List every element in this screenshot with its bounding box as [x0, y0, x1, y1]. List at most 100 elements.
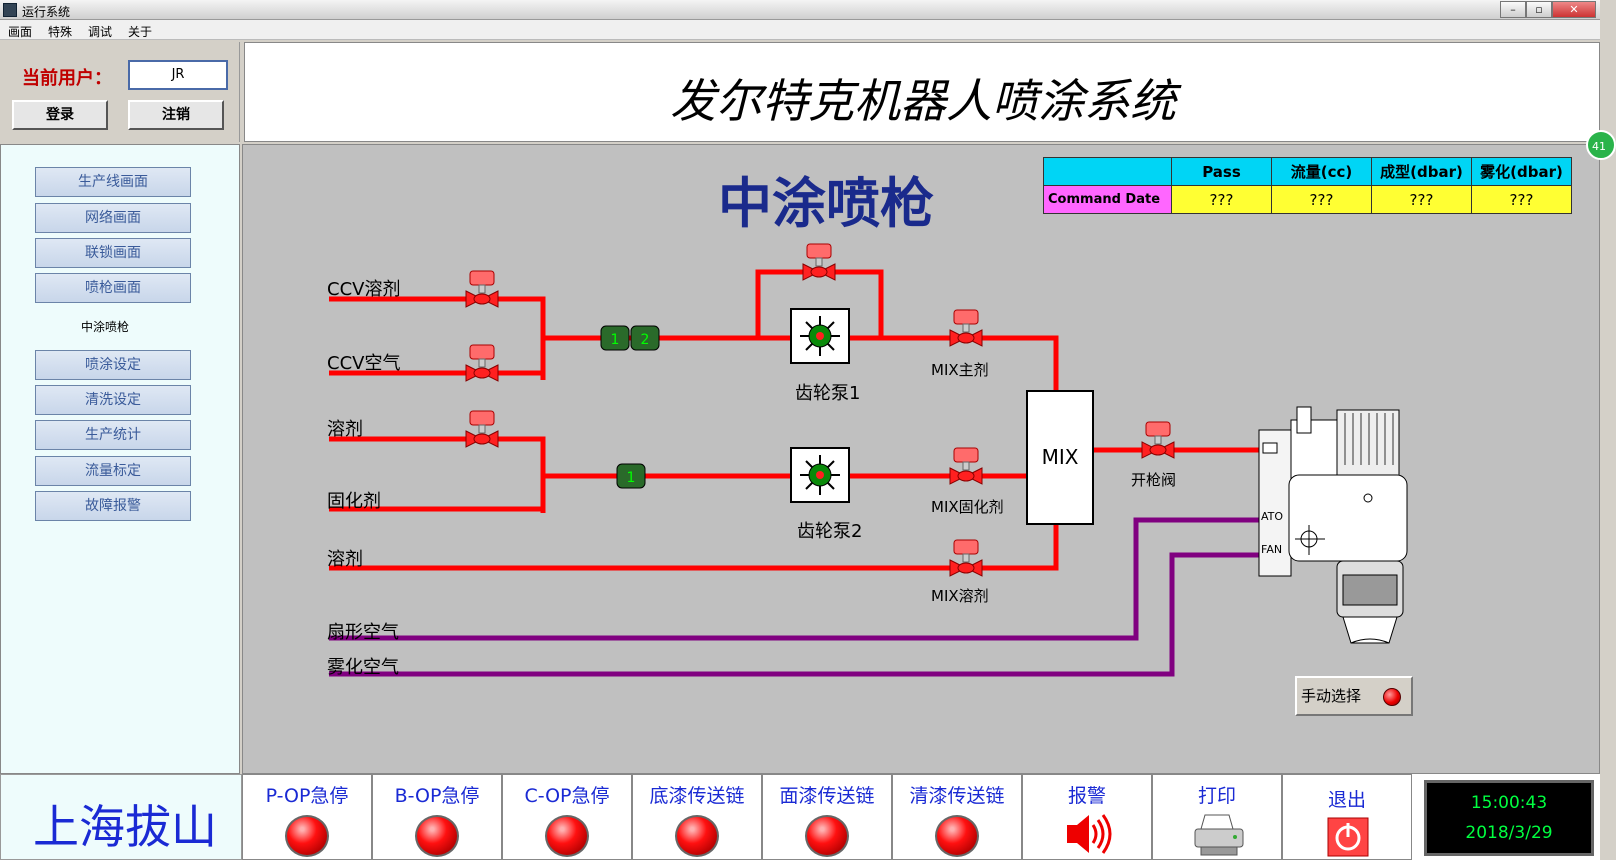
table-header-blank [1043, 157, 1172, 186]
nav-spray-gun[interactable]: 喷枪画面 [35, 273, 191, 303]
nav-current-page: 中涂喷枪 [81, 320, 130, 334]
login-button[interactable]: 登录 [12, 100, 108, 130]
menu-view[interactable]: 画面 [8, 25, 33, 39]
user-panel: 当前用户： JR 登录 注销 [0, 42, 240, 142]
b-op-estop-label: B-OP急停 [394, 785, 480, 807]
table-header-flow: 流量(cc) [1271, 157, 1372, 186]
cv1-label: 1 [611, 332, 620, 348]
table-cell-atomize: ??? [1471, 185, 1572, 214]
clock-time: 15:00:43 [1470, 793, 1548, 813]
p-op-estop-label: P-OP急停 [265, 785, 349, 807]
nav-production-line[interactable]: 生产线画面 [35, 167, 191, 197]
menu-debug[interactable]: 调试 [88, 25, 113, 39]
b-op-estop-button[interactable]: B-OP急停 [372, 774, 502, 860]
clock-display: 15:00:43 2018/3/29 [1424, 780, 1594, 856]
gear-pump-2[interactable] [790, 447, 850, 503]
power-icon [1327, 817, 1369, 857]
nav-fault-alarm[interactable]: 故障报警 [35, 491, 191, 521]
nav-interlock[interactable]: 联锁画面 [35, 238, 191, 268]
hardener-label: 固化剂 [327, 491, 381, 512]
gear-pump-2-label: 齿轮泵2 [797, 521, 863, 542]
p-op-estop-led-icon [285, 815, 329, 857]
manual-select-label: 手动选择 [1301, 687, 1362, 705]
trigger-valve-label: 开枪阀 [1131, 471, 1177, 489]
topcoat-conveyor-button[interactable]: 面漆传送链 [762, 774, 892, 860]
pump1-bypass-valve[interactable] [802, 243, 836, 281]
table-header-pass: Pass [1171, 157, 1272, 186]
app-icon [3, 3, 17, 17]
close-icon[interactable]: ✕ [1552, 1, 1596, 18]
nav-flow-calibration[interactable]: 流量标定 [35, 456, 191, 486]
clearcoat-conveyor-led-icon [935, 815, 979, 857]
ccv-air-label: CCV空气 [327, 353, 401, 374]
table-cell-shaping: ??? [1371, 185, 1472, 214]
window-controls: – ▫ ✕ [1500, 1, 1596, 18]
current-user-field[interactable]: JR [128, 60, 228, 90]
fan-label: FAN [1261, 543, 1282, 556]
clearcoat-conveyor-label: 清漆传送链 [909, 785, 1005, 807]
exit-label: 退出 [1327, 789, 1366, 811]
table-cell-flow: ??? [1271, 185, 1372, 214]
print-label: 打印 [1197, 785, 1236, 807]
page-title: 中涂喷枪 [718, 171, 934, 235]
color-valve-block-2[interactable]: 1 [616, 463, 646, 489]
primer-conveyor-button[interactable]: 底漆传送链 [632, 774, 762, 860]
table-header-atomize: 雾化(dbar) [1471, 157, 1572, 186]
gear-pump-1[interactable] [790, 308, 850, 364]
p-op-estop-button[interactable]: P-OP急停 [242, 774, 372, 860]
left-navigation: 生产线画面 网络画面 联锁画面 喷枪画面 中涂喷枪 喷涂设定 清洗设定 生产统计… [0, 144, 240, 774]
spray-gun-diagram: 1 2 1 [242, 144, 1600, 774]
clock-date: 2018/3/29 [1465, 823, 1553, 843]
alarm-label: 报警 [1067, 785, 1106, 807]
nav-spray-settings[interactable]: 喷涂设定 [35, 350, 191, 380]
ccv-solvent-valve[interactable] [465, 270, 499, 308]
b-op-estop-led-icon [415, 815, 459, 857]
table-cell-pass: ??? [1171, 185, 1272, 214]
nav-production-stats[interactable]: 生产统计 [35, 420, 191, 450]
table-header-shaping: 成型(dbar) [1371, 157, 1472, 186]
primer-conveyor-label: 底漆传送链 [649, 785, 745, 807]
printer-icon [1194, 814, 1244, 856]
system-banner: 发尔特克机器人喷涂系统 [244, 42, 1600, 142]
menu-about[interactable]: 关于 [128, 25, 153, 39]
ccv-air-valve[interactable] [465, 344, 499, 382]
solvent-label-1: 溶剂 [327, 419, 363, 440]
solvent-valve[interactable] [465, 410, 499, 448]
alarm-button[interactable]: 报警 [1022, 774, 1152, 860]
topcoat-conveyor-led-icon [805, 815, 849, 857]
ccv-solvent-label: CCV溶剂 [327, 279, 401, 300]
fan-air-label: 扇形空气 [327, 622, 399, 643]
side-badge[interactable]: 41 [1586, 130, 1616, 160]
menu-special[interactable]: 特殊 [48, 25, 73, 39]
siren-icon [1067, 814, 1112, 854]
solvent-label-2: 溶剂 [327, 549, 363, 570]
minimize-icon[interactable]: – [1500, 1, 1526, 18]
mix-main-valve[interactable] [949, 309, 983, 347]
current-user-label: 当前用户： [22, 68, 112, 89]
exit-button[interactable]: 退出 [1282, 774, 1412, 860]
nav-clean-settings[interactable]: 清洗设定 [35, 385, 191, 415]
spray-gun-icon [1258, 406, 1408, 644]
logout-button[interactable]: 注销 [128, 100, 224, 130]
trigger-valve[interactable] [1141, 421, 1175, 459]
color-valve-block-1[interactable]: 1 2 [600, 325, 660, 351]
command-data-table: Pass 流量(cc) 成型(dbar) 雾化(dbar) Command Da… [1043, 157, 1572, 214]
cv3-label: 1 [627, 470, 636, 486]
gear-pump-1-label: 齿轮泵1 [795, 383, 861, 404]
maximize-icon[interactable]: ▫ [1526, 1, 1552, 18]
menu-bar: 画面 特殊 调试 关于 [0, 20, 1600, 40]
clearcoat-conveyor-button[interactable]: 清漆传送链 [892, 774, 1022, 860]
company-logo: 上海拔山 [0, 774, 242, 860]
mix-hardener-valve[interactable] [949, 447, 983, 485]
mix-solvent-valve[interactable] [949, 539, 983, 577]
manual-select-button[interactable]: 手动选择 [1295, 676, 1413, 716]
nav-network[interactable]: 网络画面 [35, 203, 191, 233]
c-op-estop-label: C-OP急停 [524, 785, 610, 807]
c-op-estop-button[interactable]: C-OP急停 [502, 774, 632, 860]
print-button[interactable]: 打印 [1152, 774, 1282, 860]
title-bar: 运行系统 – ▫ ✕ [0, 0, 1600, 20]
fluid-lines [329, 269, 1259, 571]
mix-main-label: MIX主剂 [931, 361, 989, 379]
bottom-bar: 上海拔山 P-OP急停 B-OP急停 C-OP急停 底漆传送链 面漆传送链 清漆… [0, 774, 1600, 860]
company-name: 上海拔山 [33, 800, 217, 854]
